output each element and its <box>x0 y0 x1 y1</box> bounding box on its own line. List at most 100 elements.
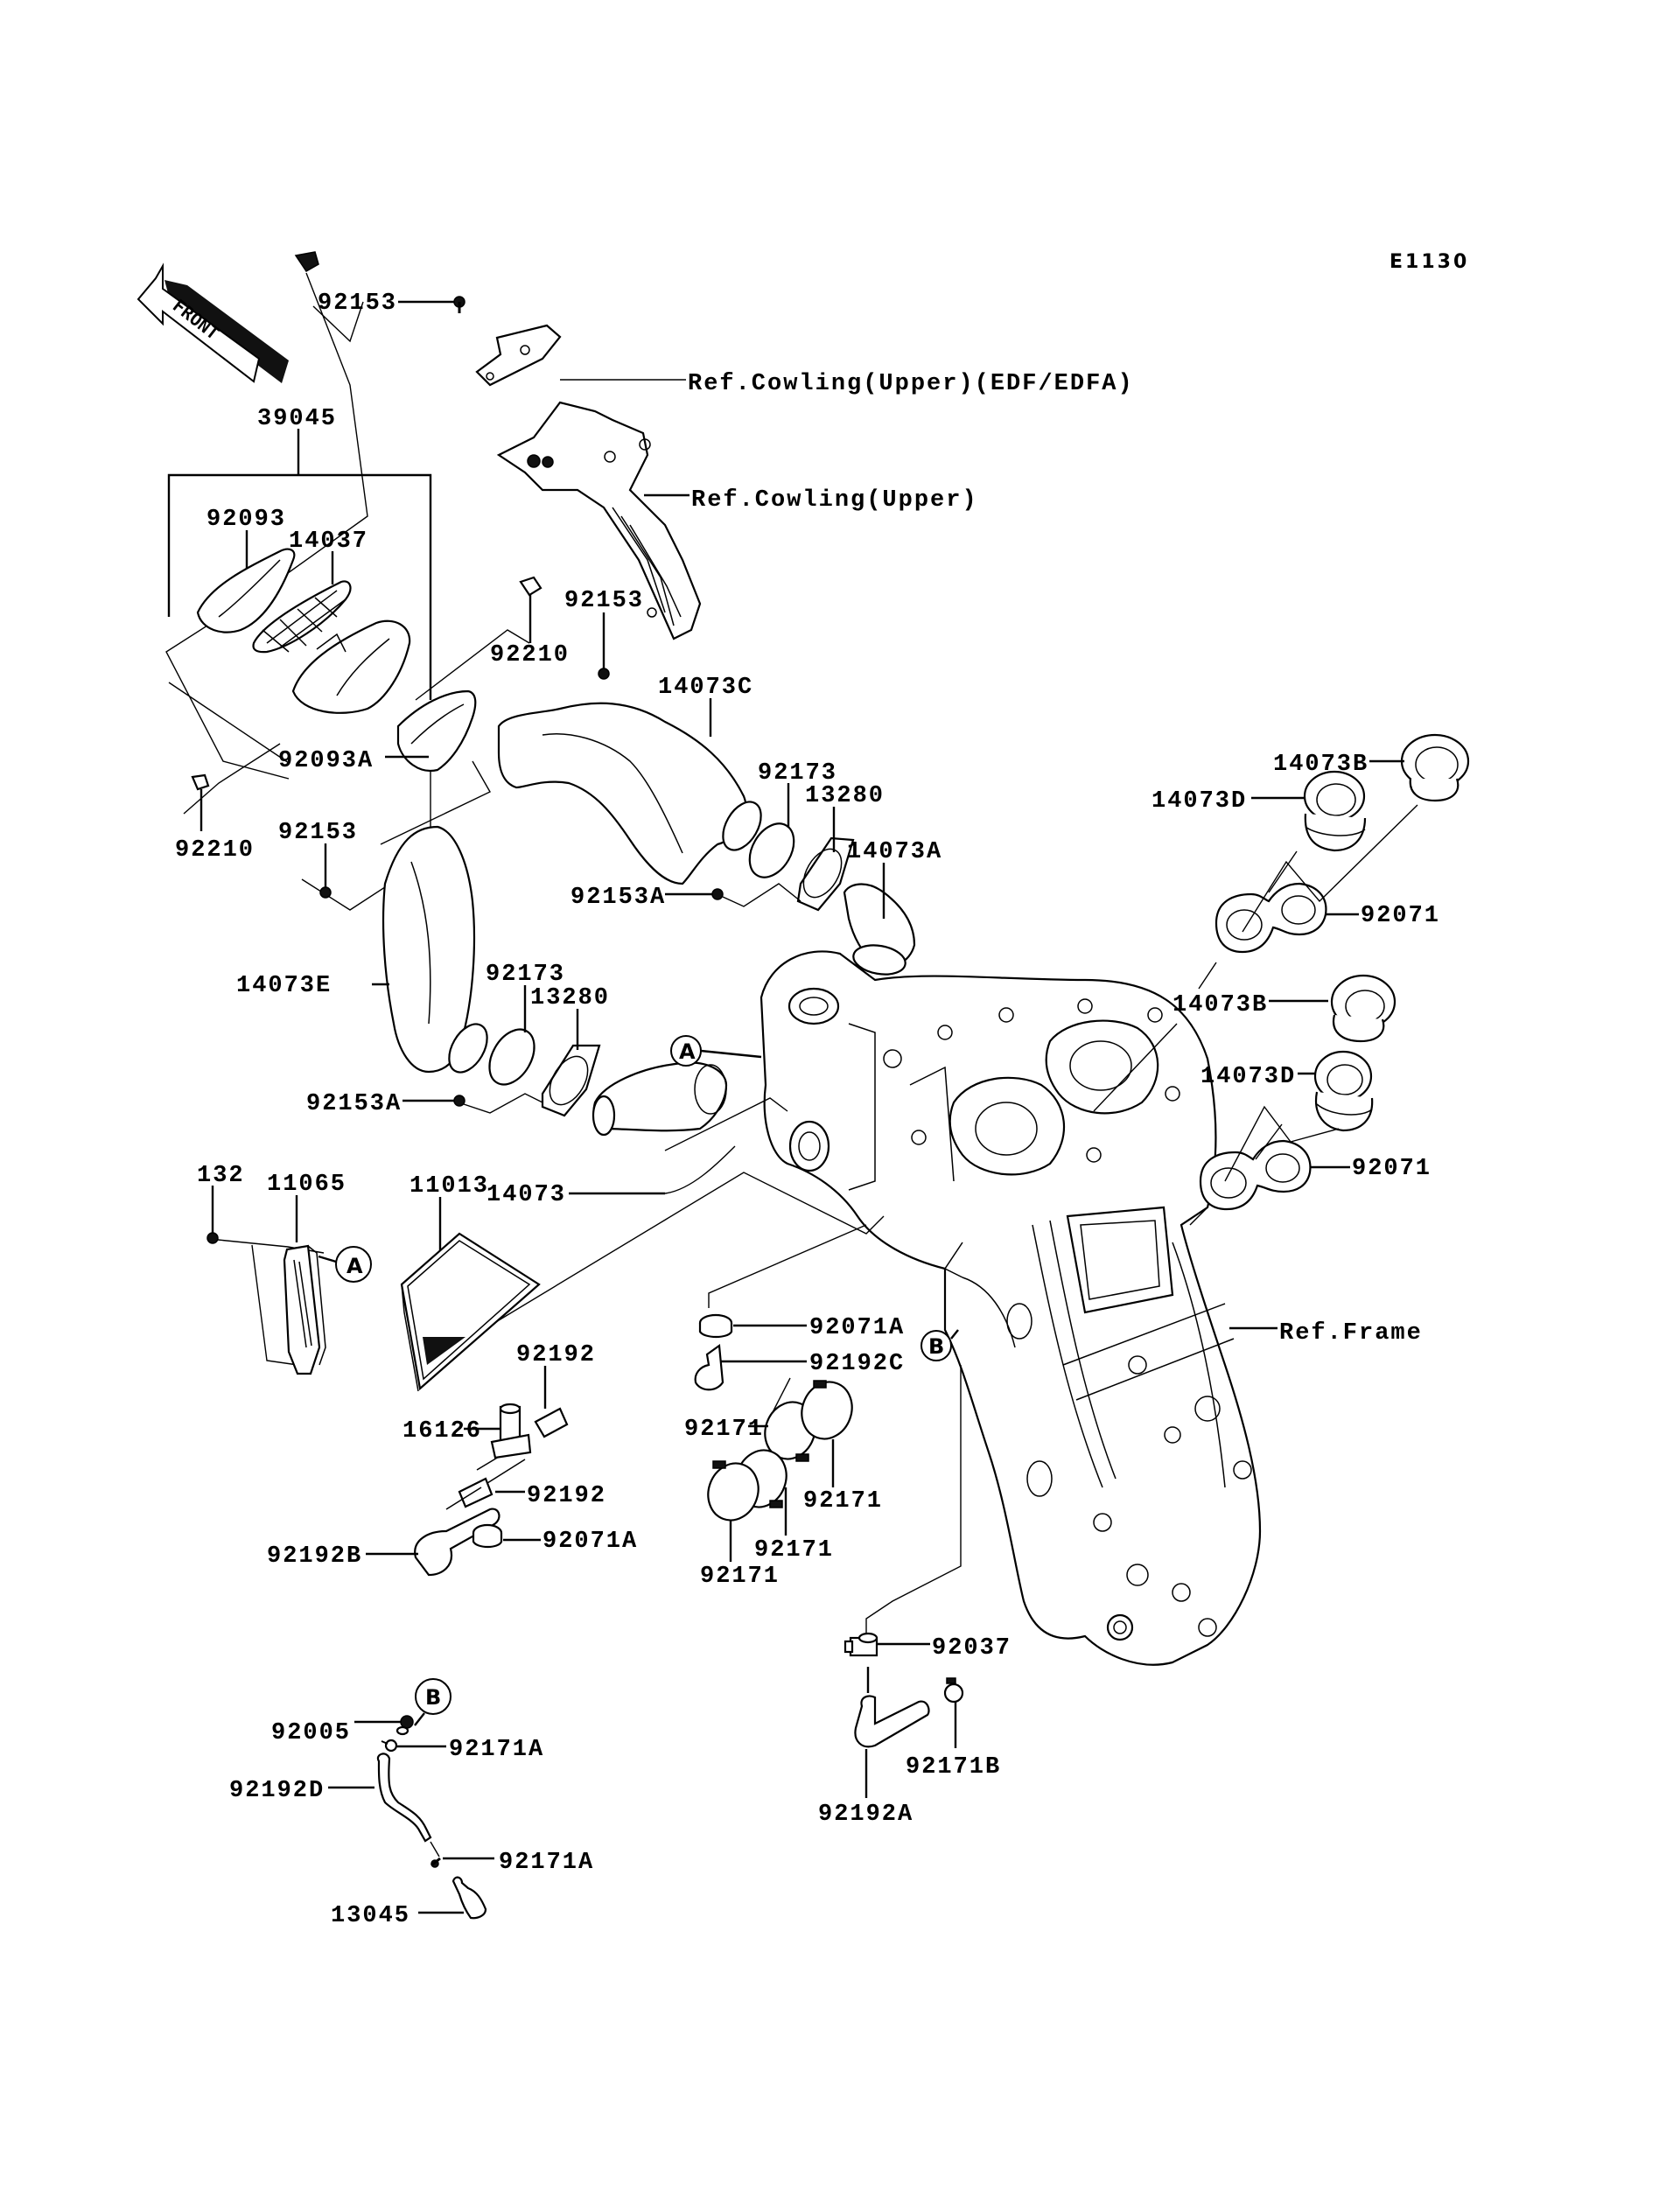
part-air-inlet <box>291 619 411 714</box>
label-ref-frame: Ref.Frame <box>1279 1320 1423 1347</box>
grommet-92071A-upper <box>698 1313 733 1339</box>
part-92093A-cover <box>396 689 477 773</box>
part-13045-cap <box>452 1876 487 1920</box>
ref-circle-b-lower <box>415 1678 452 1715</box>
funnel-14073B-upper <box>1400 733 1470 802</box>
frame-airbox <box>760 950 1262 1666</box>
label-92153-left: 92153 <box>278 820 358 846</box>
label-92173-lower: 92173 <box>486 962 565 988</box>
part-11013-air-filter <box>400 1232 541 1392</box>
leader-line <box>489 1172 885 1326</box>
ref-circle-b-lower-label: B <box>425 1685 441 1710</box>
label-14073B-lower: 14073B <box>1172 992 1268 1018</box>
label-132: 132 <box>197 1163 245 1189</box>
label-39045: 39045 <box>257 406 337 432</box>
label-14073: 14073 <box>486 1182 566 1208</box>
label-92153-top: 92153 <box>318 290 397 317</box>
screw-132 <box>206 1232 219 1244</box>
fitting-92037 <box>844 1632 878 1657</box>
label-92173-upper: 92173 <box>758 760 837 787</box>
clip-92210-left <box>191 773 210 791</box>
funnel-14073D-upper <box>1303 770 1367 852</box>
label-92171-b: 92171 <box>803 1488 883 1515</box>
plate-13280-upper <box>796 836 855 912</box>
clamp-92173-upper <box>748 822 795 878</box>
label-92171-d: 92171 <box>700 1564 780 1590</box>
label-92192-mid: 92192 <box>527 1483 606 1509</box>
label-92071A-upper: 92071A <box>809 1315 905 1341</box>
label-92071A-lower: 92071A <box>542 1529 638 1555</box>
label-92171A-lower: 92171A <box>499 1850 594 1876</box>
label-92037: 92037 <box>932 1635 1012 1662</box>
label-92171-a: 92171 <box>684 1417 764 1443</box>
label-92192C: 92192C <box>809 1351 905 1377</box>
label-92171-c: 92171 <box>754 1537 834 1564</box>
gasket-92071-lower <box>1199 1139 1312 1211</box>
label-11013: 11013 <box>410 1173 489 1200</box>
hose-92192C <box>694 1343 724 1391</box>
label-92210-right: 92210 <box>490 642 570 668</box>
clamp-92171A-lower <box>430 1857 441 1868</box>
label-92093: 92093 <box>206 507 286 533</box>
label-92153-mid: 92153 <box>564 588 644 614</box>
hose-92192B <box>414 1508 500 1577</box>
label-ref-cowling-upper: Ref.Cowling(Upper) <box>691 487 978 514</box>
label-11065: 11065 <box>267 1172 346 1198</box>
bolt-92153-top <box>453 296 466 313</box>
kit-bracket <box>167 473 432 700</box>
label-92171A-upper: 92171A <box>449 1737 544 1763</box>
fitting-92005 <box>396 1715 414 1736</box>
label-14073D-lower: 14073D <box>1200 1064 1296 1090</box>
grommet-92071A-lower <box>472 1523 503 1549</box>
ref-circle-a-lower <box>335 1246 372 1283</box>
label-92153A-upper: 92153A <box>570 885 666 911</box>
hose-92192-top <box>534 1407 569 1438</box>
clamp-92171-d <box>707 1460 760 1522</box>
bolt-92153-mid <box>598 668 610 680</box>
funnel-14073B-lower <box>1330 974 1396 1043</box>
label-92192-top: 92192 <box>516 1342 596 1368</box>
ref-circle-b-upper <box>920 1330 952 1361</box>
label-92192A: 92192A <box>818 1802 914 1828</box>
label-92071-lower: 92071 <box>1352 1156 1432 1182</box>
label-92093A: 92093A <box>278 748 374 774</box>
label-13045: 13045 <box>331 1903 410 1929</box>
label-ref-cowling-edf: Ref.Cowling(Upper)(EDF/EDFA) <box>688 371 1134 397</box>
part-14073C-duct <box>497 702 747 885</box>
clamp-92171A-upper <box>381 1739 398 1753</box>
ref-circle-b-upper-label: B <box>928 1334 944 1359</box>
label-92210-left: 92210 <box>175 837 255 864</box>
label-92071-upper: 92071 <box>1361 903 1440 929</box>
label-92171B: 92171B <box>906 1754 1001 1781</box>
label-92005: 92005 <box>271 1720 351 1746</box>
label-92153A-lower: 92153A <box>306 1091 402 1117</box>
cowling-bracket-edf <box>294 251 562 387</box>
label-14073B-upper: 14073B <box>1273 752 1368 778</box>
ref-circle-a-label: A <box>679 1039 696 1064</box>
funnel-14073D-lower <box>1313 1050 1374 1132</box>
diagram-code: E1130 <box>1390 251 1469 273</box>
hose-92192D <box>376 1753 432 1843</box>
bolt-92153A-upper <box>711 888 724 900</box>
plate-13280-lower <box>541 1044 601 1117</box>
valve-16126 <box>463 1403 532 1499</box>
label-14073C: 14073C <box>658 675 753 701</box>
front-arrow-icon: FRONT <box>136 262 289 383</box>
label-13280-lower: 13280 <box>530 985 610 1011</box>
gasket-92071-upper <box>1214 882 1327 954</box>
label-14073D-upper: 14073D <box>1152 788 1247 815</box>
clamp-92171-b <box>801 1380 853 1440</box>
clamp-92173-lower <box>488 1028 536 1086</box>
clamp-92171B <box>943 1677 964 1704</box>
label-16126: 16126 <box>402 1418 482 1445</box>
bolt-92153-left <box>319 886 332 899</box>
ref-circle-a-lower-label: A <box>346 1254 363 1278</box>
label-92192B: 92192B <box>267 1543 362 1570</box>
label-14073E: 14073E <box>236 973 332 999</box>
hose-92192-mid <box>458 1477 494 1508</box>
cowling-bracket-upper <box>496 401 702 640</box>
hose-92192A <box>854 1695 930 1748</box>
part-11065-holder <box>283 1244 321 1375</box>
label-92192D: 92192D <box>229 1778 325 1804</box>
